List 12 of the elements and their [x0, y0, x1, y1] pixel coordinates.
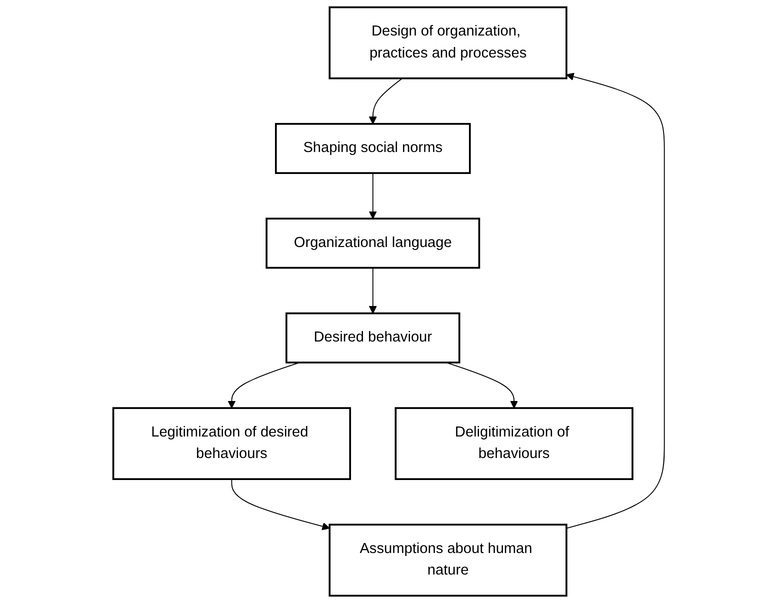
- node-box: Organizational language: [265, 218, 480, 269]
- arrow: [566, 72, 664, 529]
- node-box: Shaping social norms: [274, 122, 470, 174]
- arrow: [230, 478, 330, 530]
- node-box: Assumptions about human nature: [328, 524, 568, 597]
- node-box: Design of organization, practices and processes: [328, 6, 568, 80]
- node-box: Legitimization of desired behaviours: [112, 407, 351, 480]
- arrow: [368, 267, 377, 314]
- node-box: Deligitimization of behaviours: [394, 407, 634, 480]
- node-box: Desired behaviour: [285, 312, 460, 364]
- arrow: [368, 78, 402, 124]
- arrow: [368, 172, 377, 219]
